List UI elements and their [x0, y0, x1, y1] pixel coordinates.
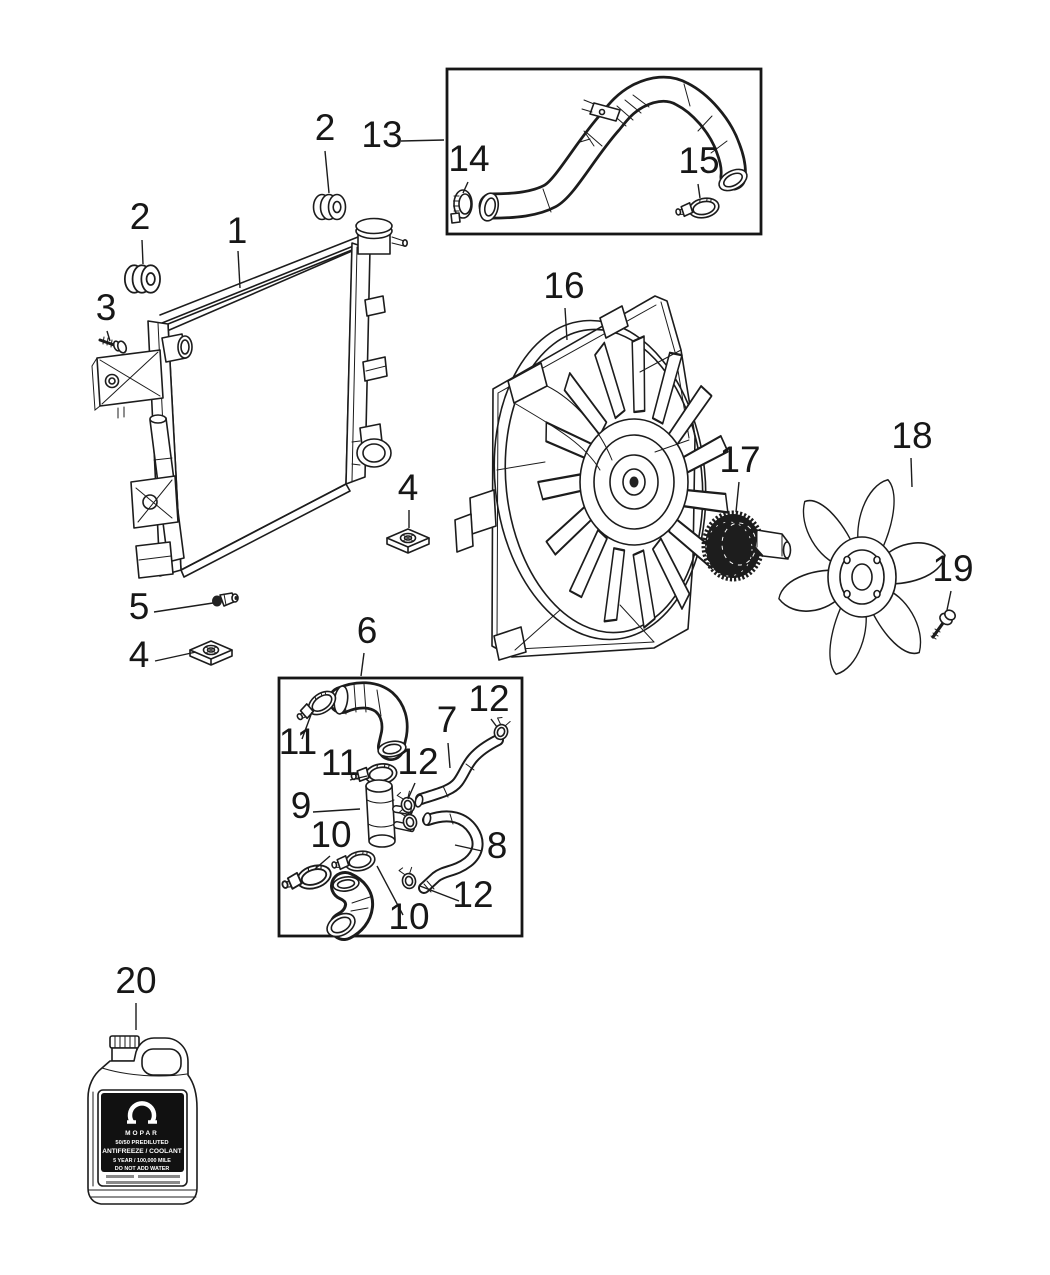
callout-screw-3: 3: [96, 287, 117, 328]
grommet-left-drawing: [123, 264, 161, 294]
coolant-jug-drawing: MOPAR 50/50 PREDILUTED ANTIFREEZE / COOL…: [87, 1035, 198, 1205]
jug-line2: ANTIFREEZE / COOLANT: [102, 1148, 182, 1155]
callout-radiator: 1: [227, 210, 248, 251]
jug-line1: 50/50 PREDILUTED: [115, 1140, 168, 1146]
callout-grommet-left: 2: [130, 196, 151, 237]
sensor-drawing: [212, 592, 239, 607]
callout-upper-hose: 13: [361, 114, 402, 155]
jug-line3: 5 YEAR / 100,000 MILE: [113, 1158, 171, 1164]
callout-sensor: 5: [129, 586, 150, 627]
callout-bolt-19: 19: [932, 548, 973, 589]
callout-nut-left: 4: [129, 634, 150, 675]
grommet-upper-drawing: [312, 193, 347, 221]
leader-lines: [106, 139, 952, 1030]
jug-label: MOPAR 50/50 PREDILUTED ANTIFREEZE / COOL…: [97, 1089, 188, 1187]
callout-clamp-11-upper: 11: [279, 721, 317, 762]
fan-clutch-drawing: [701, 510, 792, 582]
callout-clamp-10-right: 10: [388, 896, 429, 937]
callout-connector: 9: [291, 785, 312, 826]
callout-clamp-11-lower: 11: [321, 742, 359, 783]
connector-9-drawing: [365, 779, 415, 848]
lower-hose-lower-elbow: [326, 871, 375, 941]
jug-line4: DO NOT ADD WATER: [115, 1166, 170, 1172]
hose-7-drawing: [414, 734, 504, 808]
screw-3-drawing: [98, 336, 128, 354]
callout-fan-shroud: 16: [543, 265, 584, 306]
lower-hose-kit-box: [277, 676, 524, 941]
clamp-15-drawing: [673, 194, 722, 224]
callout-clamp-15: 15: [678, 140, 719, 181]
callout-hose-return: 8: [487, 825, 508, 866]
callout-grommet-upper: 2: [315, 107, 336, 148]
callout-clamp-12-bottom: 12: [452, 874, 493, 915]
callout-numbers: 1 2 2 3 4 5 4 6 7 8 9 10 10 11 11 12 12 …: [96, 107, 974, 1001]
callout-nut-right: 4: [398, 467, 419, 508]
clamp-14-drawing: [450, 189, 473, 224]
callout-clamp-12-top: 12: [468, 678, 509, 719]
upper-hose-drawing: [478, 75, 748, 222]
callout-clamp-12-mid: 12: [397, 741, 438, 782]
callout-clamp-14: 14: [448, 138, 489, 179]
nut-right-drawing: [386, 528, 430, 554]
callout-clamp-10-left: 10: [310, 814, 351, 855]
nut-left-drawing: [189, 640, 233, 666]
fan-shroud-drawing: [454, 295, 732, 661]
clamp-10-left-drawing: [278, 860, 335, 899]
lower-hose-upper-elbow: [328, 681, 409, 761]
callout-fan-blade: 18: [891, 415, 932, 456]
callout-hose-kit: 6: [357, 610, 378, 651]
jug-brand: MOPAR: [125, 1130, 159, 1137]
upper-hose-kit-box: [445, 67, 763, 236]
fan-blade-drawing: [775, 472, 949, 682]
callout-coolant-jug: 20: [115, 960, 156, 1001]
radiator-drawing: [91, 217, 408, 579]
clamp-12-bottom-drawing: [397, 865, 418, 891]
callout-fan-clutch: 17: [719, 439, 760, 480]
callout-hose-outlet: 7: [437, 699, 458, 740]
bolt-19-drawing: [930, 609, 956, 640]
mopar-omega-logo: [127, 1101, 157, 1124]
